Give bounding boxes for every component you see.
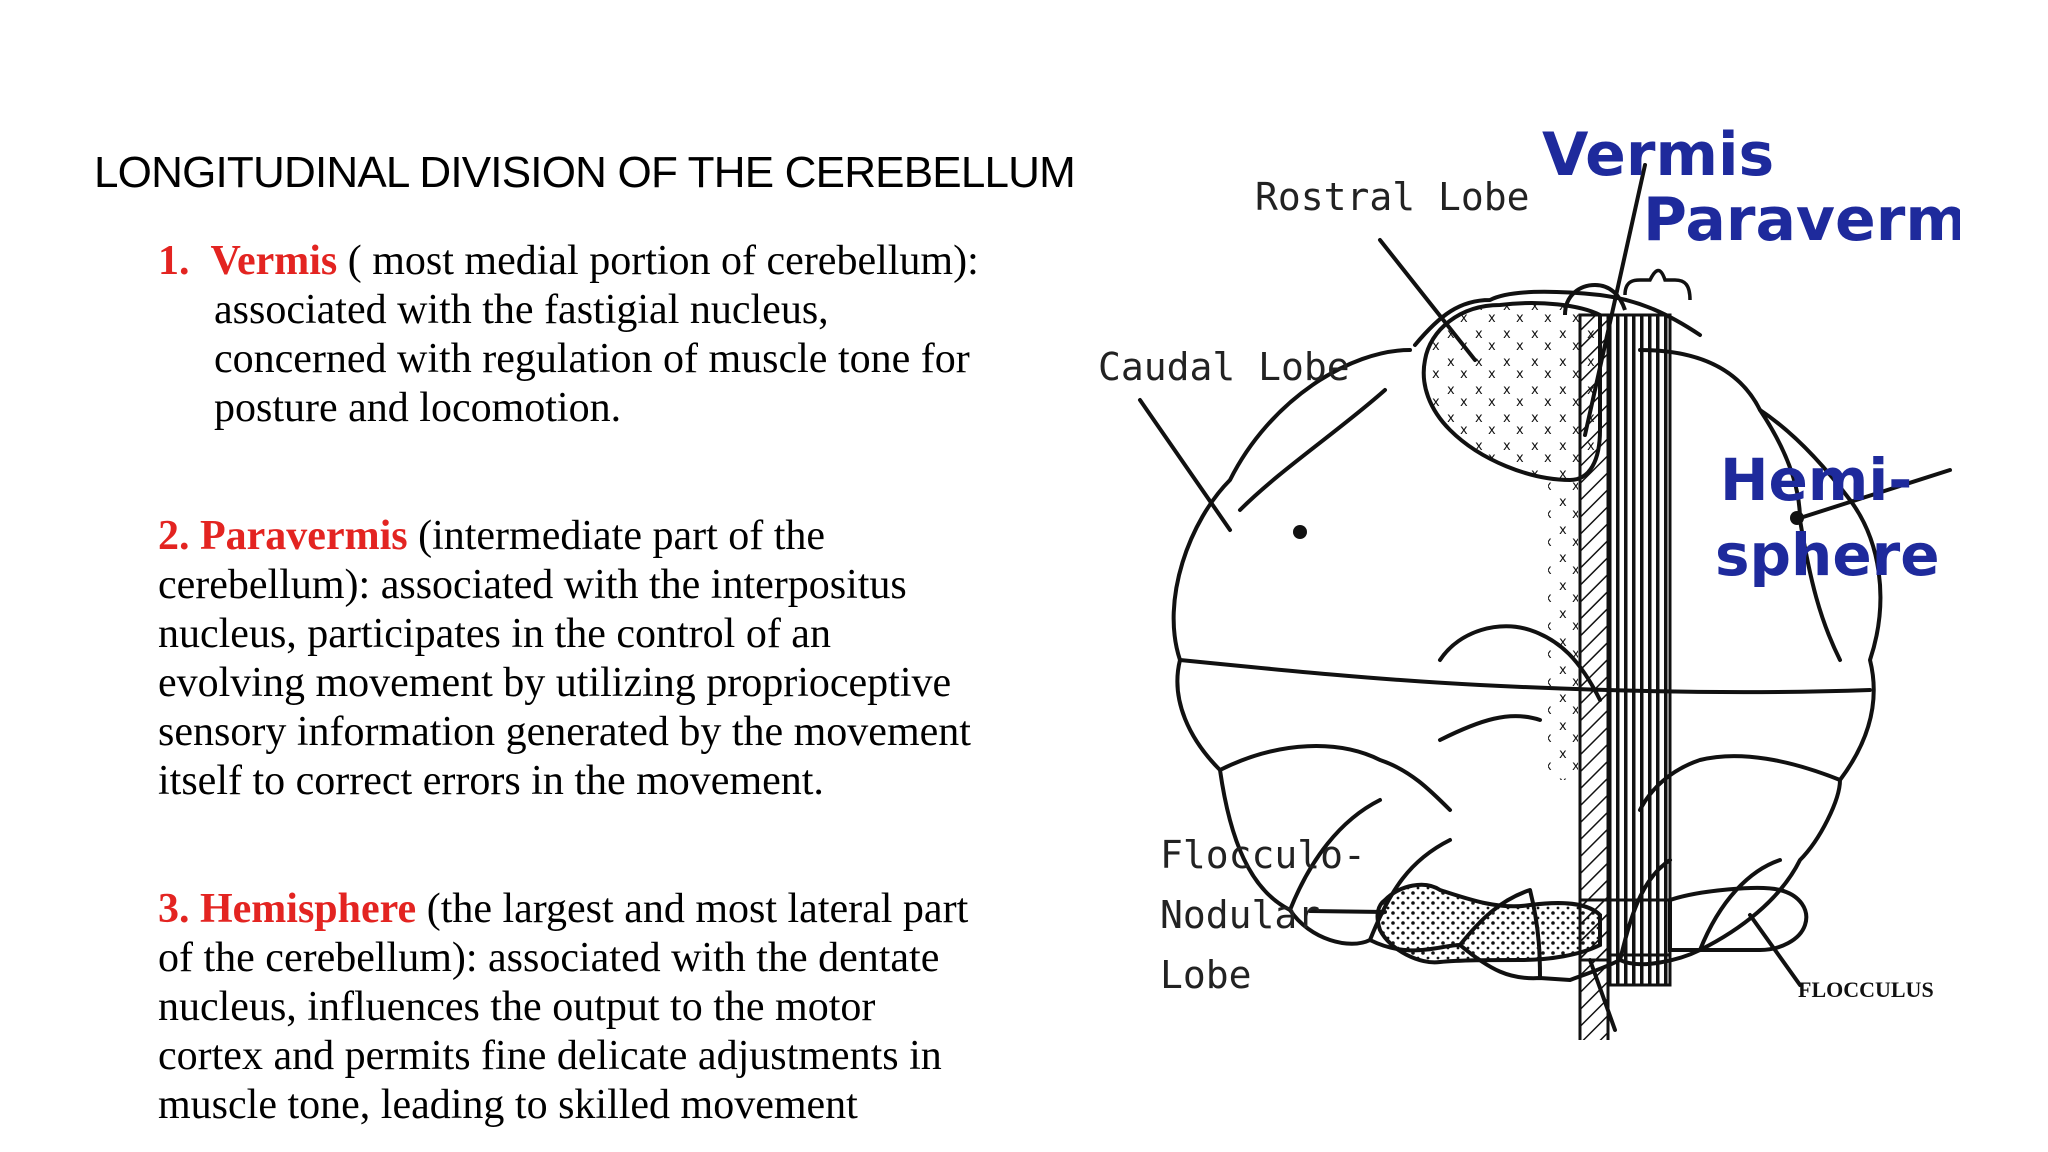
midline-bottom-pointer <box>1588 958 1617 1032</box>
item-term: Paravermis <box>200 513 408 559</box>
paravermis-bracket <box>1623 268 1692 301</box>
item-text: of the cerebellum): associated with the … <box>158 935 940 981</box>
paravermis-label: Paravermis <box>1643 185 1960 255</box>
hemisphere-label-2: sphere <box>1715 521 1940 589</box>
rostral-pointer <box>1378 238 1477 362</box>
item-first-line: 1. Vermis ( most medial portion of cereb… <box>158 237 1058 286</box>
flocculonodular-label-2: Nodular <box>1160 893 1320 937</box>
flocculus <box>1668 886 1809 952</box>
item-number: 2. <box>158 513 190 559</box>
flocculonodular-label-3: Lobe <box>1160 953 1252 997</box>
horizontal-fissure <box>1178 658 1872 695</box>
list-item-paravermis: 2. Paravermis (intermediate part of the … <box>158 512 1058 806</box>
caudal-point <box>1293 525 1307 539</box>
cerebellum-diagram: x x <box>1098 120 1960 1040</box>
item-text: associated with the fastigial nucleus, <box>214 287 829 333</box>
vermis-x-column <box>1548 480 1578 780</box>
lobule-curve-1 <box>1288 798 1382 912</box>
hemisphere-point <box>1790 511 1804 525</box>
flocculus-label: FLOCCULUS <box>1798 977 1934 1002</box>
vermis-label: Vermis <box>1542 120 1774 190</box>
item-text: cerebellum): associated with the interpo… <box>158 562 907 608</box>
flocculonodular-label-1: Flocculo- <box>1160 833 1366 877</box>
item-text: posture and locomotion. <box>214 385 622 431</box>
flocculonodular-pointer <box>1308 909 1387 914</box>
vermis-top-knob <box>1563 282 1627 316</box>
item-term: Hemisphere <box>200 886 417 932</box>
central-fold-2 <box>1438 714 1542 742</box>
item-text: nucleus, influences the output to the mo… <box>158 984 876 1030</box>
page-title: LONGITUDINAL DIVISION OF THE CEREBELLUM <box>94 148 1076 197</box>
rostral-lobe-outline <box>1413 289 1702 347</box>
primary-fissure-left <box>1238 388 1387 512</box>
item-first-line: 3. Hemisphere (the largest and most late… <box>158 885 1058 934</box>
item-text: muscle tone, leading to skilled movement <box>158 1082 858 1128</box>
item-text: concerned with regulation of muscle tone… <box>214 336 970 382</box>
nodule-striped <box>1608 898 1672 957</box>
item-number: 1. <box>158 238 190 284</box>
item-number: 3. <box>158 886 190 932</box>
hemisphere-label-1: Hemi- <box>1720 446 1912 514</box>
item-text: sensory information generated by the mov… <box>158 709 971 755</box>
item-term: Vermis <box>210 238 338 284</box>
item-text: nucleus, participates in the control of … <box>158 611 831 657</box>
item-text: itself to correct errors in the movement… <box>158 758 824 804</box>
item-first-line: 2. Paravermis (intermediate part of the <box>158 512 1058 561</box>
list-item-hemisphere: 3. Hemisphere (the largest and most late… <box>158 885 1058 1130</box>
hemisphere-pointer <box>1798 468 1952 520</box>
nodule-hatched <box>1578 898 1612 962</box>
item-text: evolving movement by utilizing proprioce… <box>158 660 952 706</box>
vermis-pointer <box>1583 163 1647 437</box>
caudal-lobe-label: Caudal Lobe <box>1098 345 1350 389</box>
rostral-lobe-label: Rostral Lobe <box>1255 175 1530 219</box>
flocculonodular-lobe <box>1375 882 1602 965</box>
caudal-curve-left <box>1218 744 1452 812</box>
item-text: ( most medial portion of cerebellum): <box>337 238 979 284</box>
caudal-pointer <box>1138 398 1232 532</box>
paravermis-striped-band <box>1606 313 1672 987</box>
item-text: (the largest and most lateral part <box>416 886 969 932</box>
item-text: cortex and permits fine delicate adjustm… <box>158 1033 942 1079</box>
list-item-vermis: 1. Vermis ( most medial portion of cereb… <box>158 237 1058 433</box>
item-text: (intermediate part of the <box>407 513 826 559</box>
flocculus-pointer <box>1748 913 1802 987</box>
